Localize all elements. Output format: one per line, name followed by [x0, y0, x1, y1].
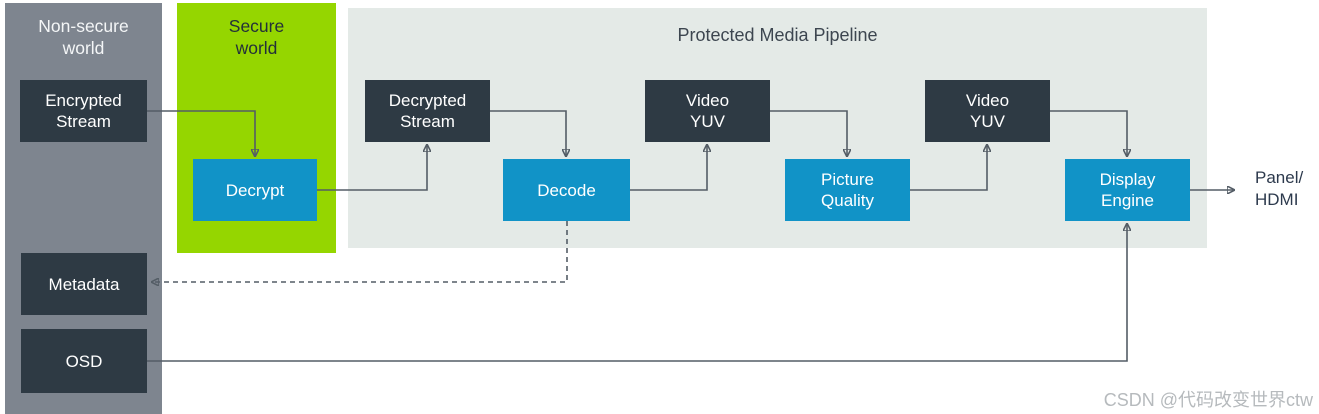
node-osd: OSD: [21, 329, 147, 393]
node-display-engine: Display Engine: [1065, 159, 1190, 221]
region-label-non-secure-world: Non-secure world: [38, 16, 129, 58]
output-panel-hdmi-label: Panel/ HDMI: [1255, 168, 1304, 209]
pipeline-title: Protected Media Pipeline: [677, 25, 878, 45]
node-metadata: Metadata: [21, 253, 147, 315]
node-video-yuv-1: Video YUV: [645, 80, 770, 142]
node-picture-quality: Picture Quality: [785, 159, 910, 221]
region-label-secure-world: Secure world: [228, 16, 285, 58]
csdn-watermark: CSDN @代码改变世界ctw: [1103, 390, 1313, 410]
node-decode: Decode: [503, 159, 630, 221]
node-encrypted-stream: Encrypted Stream: [20, 80, 147, 142]
node-decrypt: Decrypt: [193, 159, 317, 221]
node-decrypted-stream: Decrypted Stream: [365, 80, 490, 142]
node-video-yuv-2: Video YUV: [925, 80, 1050, 142]
